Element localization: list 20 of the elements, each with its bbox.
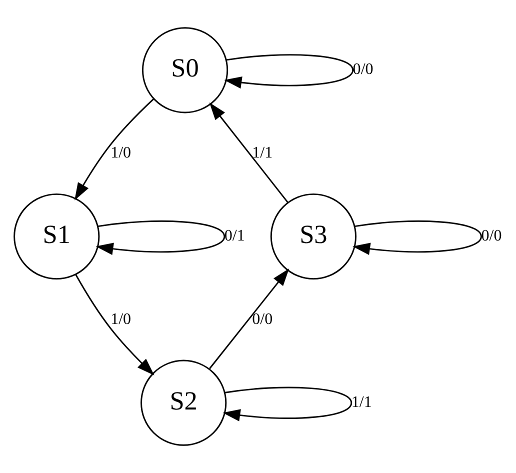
edge-label: 1/1 <box>351 394 372 411</box>
arrow <box>75 274 154 376</box>
arrow <box>222 386 352 422</box>
edge-label: 1/0 <box>110 144 132 162</box>
edge-label: 0/0 <box>352 61 374 78</box>
arrow <box>224 54 354 89</box>
arrow <box>209 268 290 370</box>
arrow <box>74 98 154 200</box>
edge-label: 0/0 <box>481 228 502 245</box>
edge-label: 1/0 <box>110 310 132 328</box>
edge-label: 0/0 <box>252 310 273 328</box>
arrow <box>96 220 226 255</box>
edge-label: 1/1 <box>252 144 273 162</box>
arrow <box>352 220 482 255</box>
arrow <box>209 102 288 203</box>
edge-label: 0/1 <box>224 228 245 245</box>
node-circle: S2 <box>140 360 227 446</box>
node-circle: S3 <box>270 193 356 280</box>
node-circle: S0 <box>142 27 228 114</box>
node-circle: S1 <box>14 193 100 280</box>
